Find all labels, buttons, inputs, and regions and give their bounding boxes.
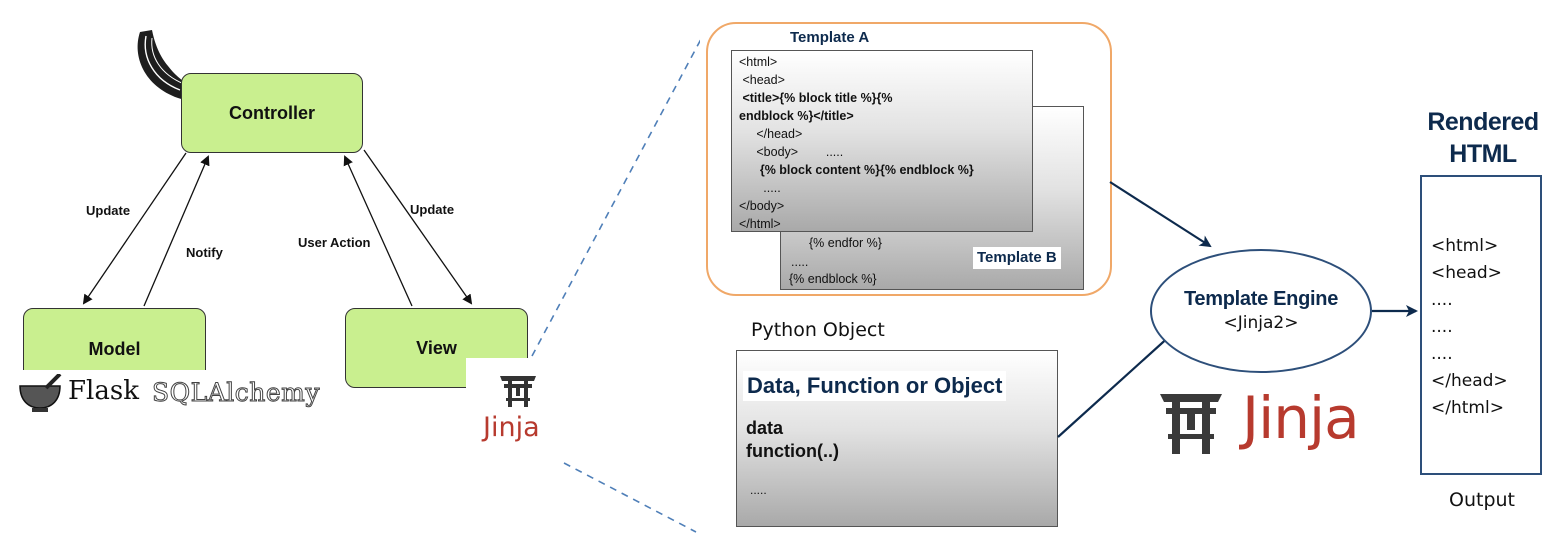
notify-label: Notify [186,245,223,260]
python-object-card: Data, Function or Object data function(.… [736,350,1058,527]
rendered-line-4: .... [1431,317,1453,337]
python-object-heading: Data, Function or Object [743,371,1007,401]
controller-label: Controller [228,102,315,123]
python-object-data: data [746,418,784,438]
template-a-line-2: <head> [739,73,785,87]
user-action-arrow [343,155,413,307]
rendered-html-box: <html> <head> .... .... .... </head> </h… [1420,175,1542,475]
rendered-title-line1: Rendered [1427,108,1539,136]
rendered-title-line2: HTML [1449,140,1517,168]
update-label-left: Update [86,203,131,218]
torii-gate-icon [500,376,536,407]
template-a-line-6: <body> ..... [739,145,844,159]
rendered-line-2: <head> [1431,263,1502,283]
torii-gate-large-icon [1160,394,1222,454]
template-b-line-1: {% endfor %} [809,236,882,250]
update-arrow-right [363,149,473,305]
output-label: Output [1449,489,1515,511]
object-to-engine-arrow [1057,323,1184,438]
template-a-line-3-text: <title>{% block title %}{% [739,91,893,105]
python-object-function: function(..) [746,441,839,461]
view-label: View [416,337,457,358]
template-a-line-7: {% block content %}{% endblock %} [739,163,974,177]
mvc-arrows [82,39,700,533]
template-to-engine-arrow [1109,181,1212,248]
model-label: Model [88,338,141,359]
sqlalchemy-text: SQLAlchemy [151,378,321,408]
template-a-card: <html> <head> <title>{% block title %}{%… [731,50,1033,232]
engine-arrows [1057,181,1418,438]
template-a-line-4: endblock %}</title> [739,109,854,123]
jinja-large-text: Jinja [1242,384,1360,452]
rendered-line-1: <html> [1431,236,1499,256]
notify-arrow [143,155,210,307]
template-a-line-3: <title>{% block title %}{% [739,89,1032,107]
template-a-line-1: <html> [739,55,778,69]
callout-line-bottom [563,462,697,533]
callout-line-top [531,39,700,357]
rendered-line-5: .... [1431,344,1453,364]
jinja-large-logo: Jinja [1156,380,1386,462]
template-engine-title: Template Engine [1183,288,1339,310]
template-a-line-9: </body> [739,199,785,213]
mortar-icon [19,374,62,412]
rendered-line-7: </html> [1431,398,1504,418]
template-a-title: Template A [790,29,870,46]
template-a-line-10: </html> [739,217,781,231]
jinja-small-text: Jinja [483,412,540,443]
user-action-label: User Action [298,235,371,250]
update-label-right: Update [410,202,455,217]
rendered-line-6: </head> [1431,371,1508,391]
rendered-line-3: .... [1431,290,1453,310]
template-a-line-8: ..... [739,181,781,195]
python-object-label: Python Object [751,319,885,341]
template-a-line-5: </head> [739,127,803,141]
flask-sqlalchemy-logo: Flask SQLAlchemy [12,370,332,416]
template-b-line-2: ..... [791,255,809,269]
template-b-line-3: {% endblock %} [789,272,877,286]
controller-box: Controller [181,73,363,153]
update-arrow-left [82,152,187,305]
flask-horn-icon [137,30,218,101]
template-engine-subtitle: <Jinja2> [1223,313,1299,333]
template-b-title: Template B [973,247,1061,269]
template-engine-ellipse: Template Engine <Jinja2> [1150,249,1372,373]
python-object-ellipsis: ..... [750,483,767,497]
flask-text: Flask [68,376,139,406]
jinja-small-logo: Jinja [466,358,566,454]
